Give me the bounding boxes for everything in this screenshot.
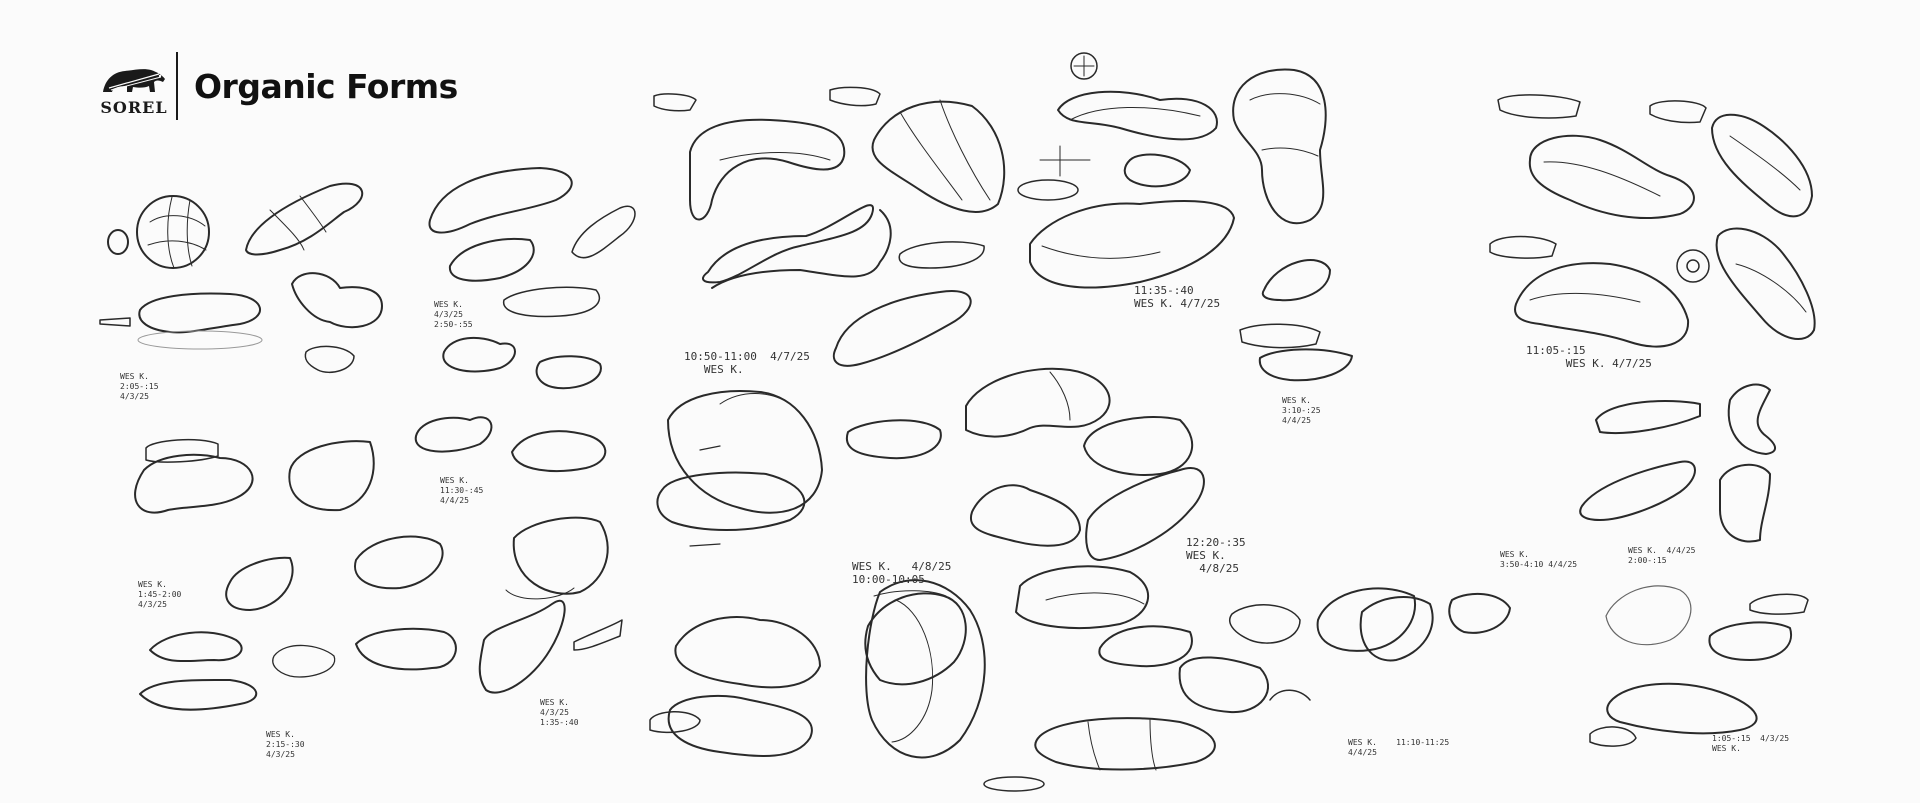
note-time: 2:50-:55 (434, 320, 473, 329)
note-time: 1:05-:15 (1712, 734, 1751, 743)
page-header: SOREL Organic Forms (98, 50, 458, 122)
sketch-group-a (99, 167, 636, 711)
sketch-note: WES K. 4/8/25 10:00-10:05 (852, 560, 951, 586)
note-author: WES K. (1282, 396, 1311, 405)
sketch-note: WES K. 2:05-:15 4/3/25 (120, 372, 159, 402)
note-author: WES K. (1628, 546, 1657, 555)
sketch-group-b (649, 86, 1006, 759)
note-author: WES K. (440, 476, 469, 485)
sketch-note: WES K. 2:15-:30 4/3/25 (266, 730, 305, 760)
note-time: 11:05-:15 (1526, 344, 1586, 357)
note-date: 4/3/25 (266, 750, 295, 759)
note-author: WES K. (1134, 297, 1174, 310)
sketch-note: 1:05-:15 4/3/25 WES K. (1712, 734, 1789, 754)
sketch-note: 11:05-:15 WES K. 4/7/25 (1526, 344, 1652, 370)
sketch-note: WES K. 11:10-11:25 4/4/25 (1348, 738, 1449, 758)
note-author: WES K. (120, 372, 149, 381)
note-author: WES K. (1712, 744, 1741, 753)
sketch-note: WES K. 11:30-:45 4/4/25 (440, 476, 483, 506)
note-time: 3:10-:25 (1282, 406, 1321, 415)
note-date: 4/4/25 (1666, 546, 1696, 555)
note-date: 4/8/25 (1199, 562, 1239, 575)
note-author: WES K. (1348, 738, 1377, 747)
sketch-note: WES K. 1:45-2:00 4/3/25 (138, 580, 181, 610)
sketch-note: 10:50-11:00 4/7/25 WES K. (684, 350, 810, 376)
logo-wordmark: SOREL (100, 98, 168, 117)
sketch-note: WES K. 4/3/25 2:50-:55 (434, 300, 473, 330)
sketch-note: 11:35-:40 WES K. 4/7/25 (1134, 284, 1220, 310)
sketch-note: WES K. 3:10-:25 4/4/25 (1282, 396, 1321, 426)
note-author: WES K. (434, 300, 463, 309)
note-author: WES K. (852, 560, 892, 573)
note-author: WES K. (1500, 550, 1529, 559)
note-date: 4/7/25 (1612, 357, 1652, 370)
note-time: 11:30-:45 (440, 486, 484, 495)
note-time: 1:45-2:00 (138, 590, 182, 599)
note-date: 4/4/25 (1348, 748, 1377, 757)
note-author: WES K. (703, 363, 744, 376)
header-divider (176, 52, 178, 120)
note-date: 4/7/25 (1180, 297, 1221, 310)
note-time: 1:35-:40 (540, 718, 579, 727)
note-date: 4/4/25 (440, 496, 469, 505)
sketch-note: WES K. 3:50-4:10 4/4/25 (1500, 550, 1577, 570)
note-time: 11:35-:40 (1134, 284, 1194, 297)
note-author: WES K. (138, 580, 167, 589)
sketch-group-d (1489, 94, 1816, 747)
note-author: WES K. (266, 730, 295, 739)
note-time: 10:00-10:05 (852, 573, 925, 586)
note-date: 4/3/25 (120, 392, 149, 401)
note-time: 11:10-11:25 (1396, 738, 1450, 747)
note-author: WES K. (1565, 357, 1606, 370)
note-date: 4/8/25 (911, 560, 952, 573)
sketch-note: WES K. 4/4/25 2:00-:15 (1628, 546, 1695, 566)
note-date: 4/3/25 (138, 600, 167, 609)
page-title: Organic Forms (194, 66, 458, 106)
note-time: 2:05-:15 (120, 382, 159, 391)
note-time: 2:00-:15 (1628, 556, 1667, 565)
note-time: 2:15-:30 (266, 740, 305, 749)
note-date: 4/3/25 (434, 310, 463, 319)
sketch-group-c (965, 68, 1511, 771)
note-time: 3:50-4:10 (1500, 560, 1544, 569)
sketch-note: WES K. 4/3/25 1:35-:40 (540, 698, 579, 728)
note-date: 4/3/25 (540, 708, 569, 717)
note-date: 4/3/25 (1760, 734, 1790, 743)
note-date: 4/4/25 (1282, 416, 1311, 425)
polar-bear-icon (103, 69, 165, 92)
note-author: WES K. (1186, 549, 1226, 562)
sorel-logo: SOREL (98, 55, 170, 117)
note-date: 4/7/25 (770, 350, 810, 363)
sketch-rings (983, 52, 1710, 792)
note-time: 12:20-:35 (1186, 536, 1246, 549)
note-time: 10:50-11:00 (684, 350, 757, 363)
note-author: WES K. (540, 698, 569, 707)
sketch-note: 12:20-:35 WES K. 4/8/25 (1186, 536, 1246, 575)
note-date: 4/4/25 (1548, 560, 1578, 569)
